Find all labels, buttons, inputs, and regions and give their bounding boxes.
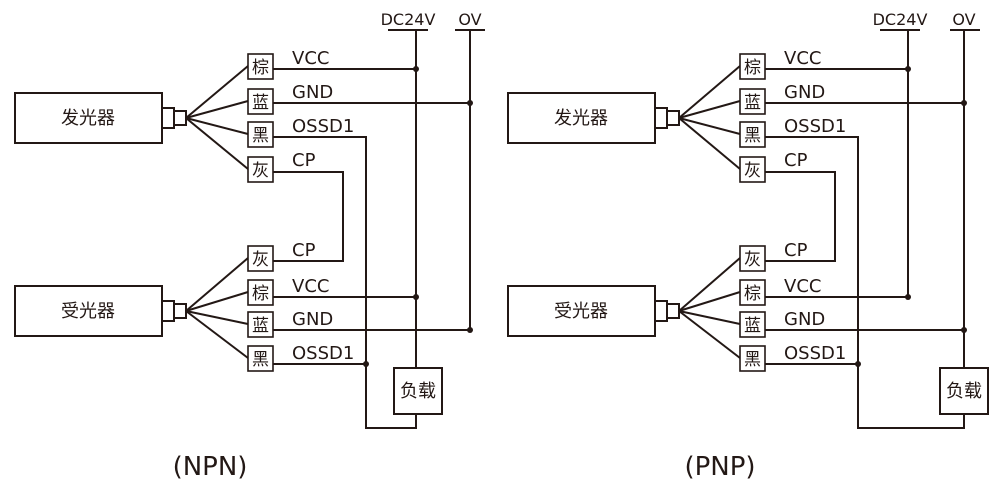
npn-emitter-color-brown <box>247 53 274 80</box>
pnp-emitter-color-black-text: 黑 <box>744 126 761 146</box>
pnp-caption: (PNP) <box>684 452 755 482</box>
pnp-emitter-signal-ossd1: OSSD1 <box>784 116 846 137</box>
npn-emitter-color-black <box>247 121 274 148</box>
npn-ground-label: OV <box>458 10 481 29</box>
npn-emitter-color-black-text: 黑 <box>252 126 269 146</box>
pnp-receiver-plug <box>666 303 680 319</box>
pnp-receiver-box <box>507 285 656 337</box>
npn-supply-label: DC24V <box>381 10 436 29</box>
pnp-receiver-color-black <box>739 345 766 372</box>
npn-emitter-label: 发光器 <box>61 108 115 129</box>
pnp-load-label: 负载 <box>946 381 982 402</box>
npn-receiver-label: 受光器 <box>61 301 115 322</box>
npn-emitter-signal-gnd: GND <box>292 82 333 103</box>
pnp-receiver-color-gray-text: 灰 <box>744 250 761 270</box>
pnp-emitter-plug <box>666 110 680 126</box>
pnp-emitter-color-brown-text: 棕 <box>744 58 761 78</box>
pnp-emitter-signal-cp: CP <box>784 150 808 171</box>
pnp-receiver-color-gray <box>739 245 766 272</box>
npn-receiver-color-blue <box>247 311 274 338</box>
pnp-emitter-color-gray <box>739 156 766 183</box>
pnp-load-box <box>939 367 989 415</box>
pnp-receiver-signal-cp: CP <box>784 240 808 261</box>
npn-emitter-signal-cp: CP <box>292 150 316 171</box>
pnp-receiver-signal-gnd: GND <box>784 309 825 330</box>
pnp-emitter-connector <box>654 107 668 129</box>
npn-emitter-signal-ossd1: OSSD1 <box>292 116 354 137</box>
npn-emitter-signal-vcc: VCC <box>292 48 329 69</box>
npn-emitter-color-brown-text: 棕 <box>252 58 269 78</box>
pnp-emitter-signal-vcc: VCC <box>784 48 821 69</box>
pnp-emitter-color-blue-text: 蓝 <box>744 93 761 113</box>
pnp-ground-label: OV <box>952 10 975 29</box>
pnp-emitter-label: 发光器 <box>554 108 608 129</box>
pnp-emitter-color-brown <box>739 53 766 80</box>
pnp-emitter-color-black <box>739 121 766 148</box>
pnp-receiver-color-brown <box>739 279 766 306</box>
npn-receiver-color-blue-text: 蓝 <box>252 316 269 336</box>
npn-receiver-signal-vcc: VCC <box>292 276 329 297</box>
npn-caption: (NPN) <box>173 452 248 482</box>
npn-receiver-color-brown-text: 棕 <box>252 284 269 304</box>
npn-receiver-color-brown <box>247 279 274 306</box>
pnp-receiver-color-blue <box>739 311 766 338</box>
npn-emitter-color-gray-text: 灰 <box>252 161 269 181</box>
pnp-supply-label: DC24V <box>873 10 928 29</box>
npn-emitter-connector <box>161 107 175 129</box>
npn-emitter-plug <box>173 110 187 126</box>
npn-receiver-signal-cp: CP <box>292 240 316 261</box>
npn-receiver-signal-gnd: GND <box>292 309 333 330</box>
pnp-receiver-color-brown-text: 棕 <box>744 284 761 304</box>
npn-receiver-plug <box>173 303 187 319</box>
npn-emitter-color-blue <box>247 88 274 115</box>
npn-receiver-color-black <box>247 345 274 372</box>
npn-receiver-color-gray-text: 灰 <box>252 250 269 270</box>
pnp-receiver-color-black-text: 黑 <box>744 350 761 370</box>
npn-load-box <box>393 367 443 415</box>
npn-receiver-color-gray <box>247 245 274 272</box>
pnp-receiver-signal-vcc: VCC <box>784 276 821 297</box>
pnp-emitter-color-gray-text: 灰 <box>744 161 761 181</box>
pnp-receiver-signal-ossd1: OSSD1 <box>784 343 846 364</box>
pnp-emitter-color-blue <box>739 88 766 115</box>
pnp-receiver-color-blue-text: 蓝 <box>744 316 761 336</box>
npn-load-label: 负载 <box>400 381 436 402</box>
pnp-receiver-label: 受光器 <box>554 301 608 322</box>
npn-emitter-color-gray <box>247 156 274 183</box>
npn-diagram: DC24V OV 发光器 棕 蓝 黑 灰 VCC GND OSSD1 CP <box>14 10 485 482</box>
npn-receiver-signal-ossd1: OSSD1 <box>292 343 354 364</box>
npn-receiver-color-black-text: 黑 <box>252 350 269 370</box>
npn-receiver-box <box>14 285 163 337</box>
npn-receiver-connector <box>161 300 175 322</box>
pnp-emitter-signal-gnd: GND <box>784 82 825 103</box>
npn-emitter-color-blue-text: 蓝 <box>252 93 269 113</box>
npn-emitter-box <box>14 92 163 144</box>
pnp-receiver-connector <box>654 300 668 322</box>
pnp-diagram: DC24V OV 发光器 棕 蓝 黑 灰 VCC GND OSSD1 CP 受光… <box>507 10 989 482</box>
